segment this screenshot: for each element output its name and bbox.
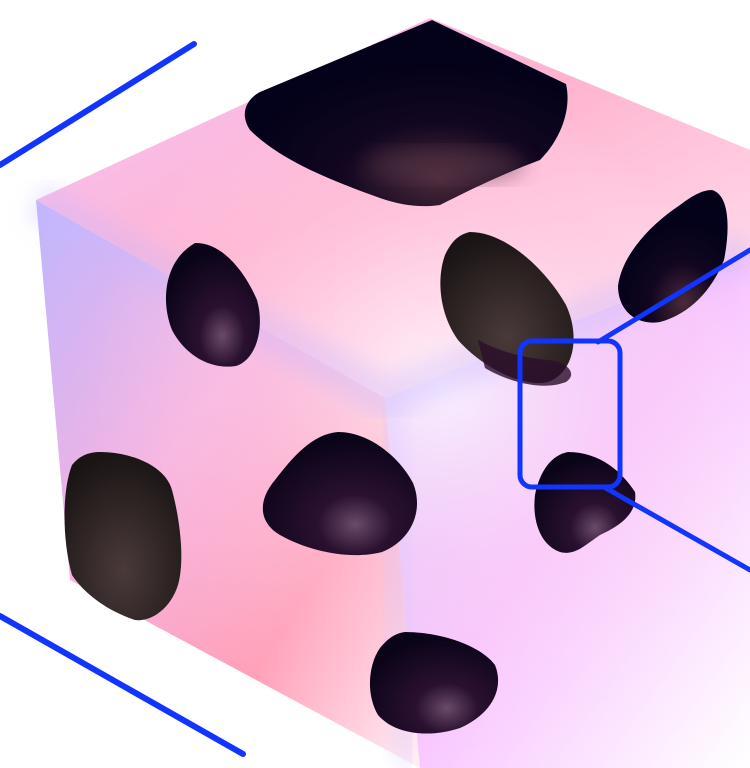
zoom-annotation (0, 41, 750, 757)
zoom-bracket-right-bottom (601, 484, 750, 573)
zoom-inset-box (517, 338, 623, 490)
particle-right-edge (618, 190, 728, 323)
particle-left-upper (165, 242, 260, 367)
particle-top-highlight (365, 147, 525, 183)
zoom-bracket-left-top (0, 41, 197, 168)
particle-center-upper-lower (478, 340, 572, 386)
zoom-bracket-left-bottom (0, 613, 246, 757)
zoom-bracket-right-top (595, 247, 750, 345)
particles (64, 20, 728, 734)
particle-left-lower (64, 452, 182, 621)
particle-bottom (369, 632, 499, 734)
particle-right-lower (534, 452, 636, 553)
particle-center-lower (262, 432, 418, 556)
particle-center-upper (440, 232, 574, 383)
cube-inner-glow (80, 100, 740, 740)
